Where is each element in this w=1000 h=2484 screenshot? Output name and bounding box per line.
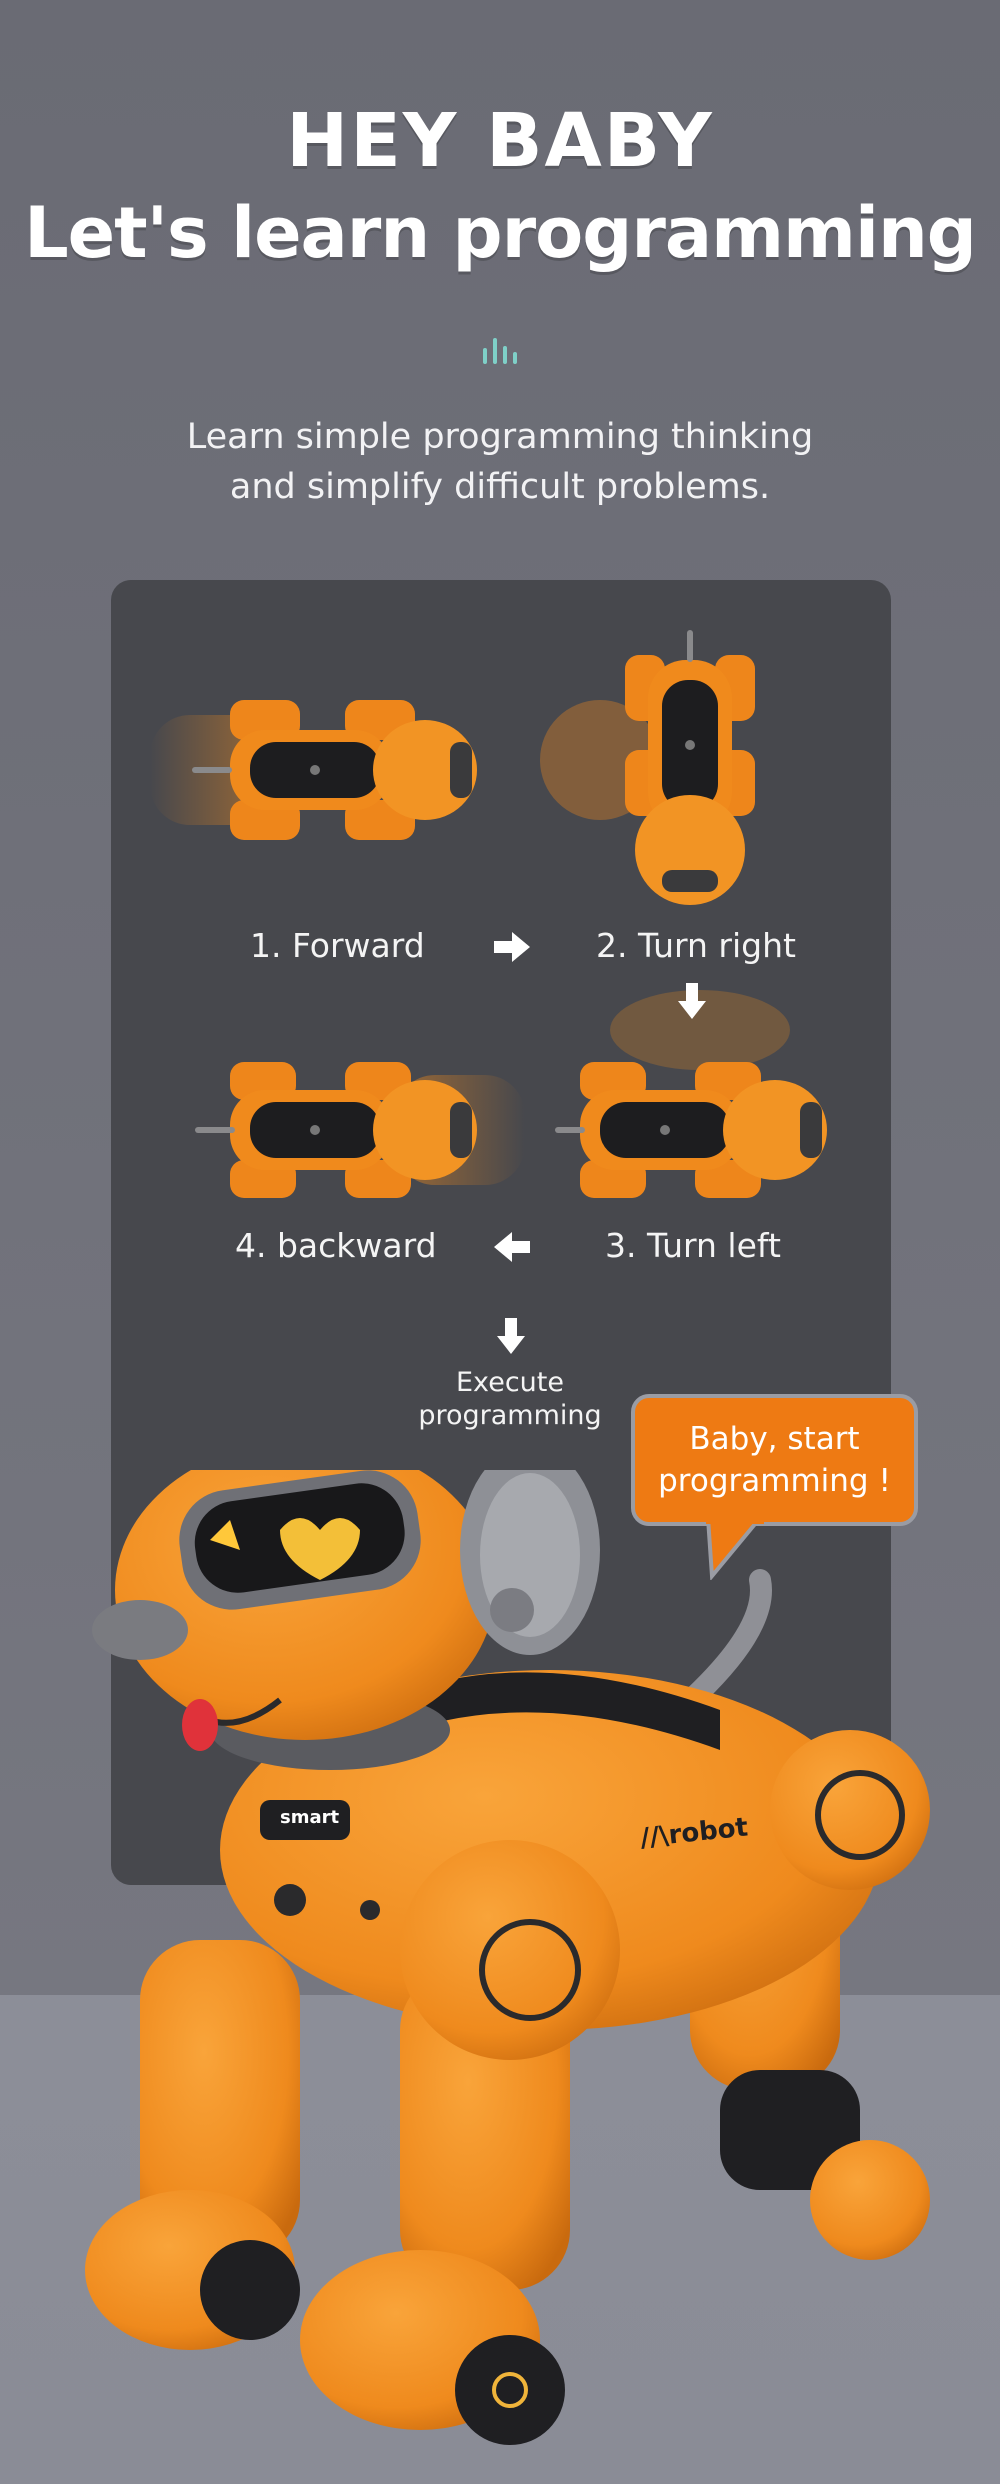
bubble-line-2: programming ! <box>658 1463 891 1499</box>
intro-text: Learn simple programming thinking and si… <box>0 412 1000 512</box>
execute-line-2: programming <box>418 1400 602 1431</box>
robot-badge-text: smart <box>280 1807 340 1828</box>
sound-wave-icon <box>483 338 517 364</box>
arrow-down-icon <box>678 983 706 1019</box>
arrow-right-icon <box>494 932 530 962</box>
step-forward-label: 1. Forward <box>250 926 425 965</box>
step-turn-right-label: 2. Turn right <box>596 926 796 965</box>
robot-turn-left-image <box>555 990 827 1198</box>
step-turn-left-label: 3. Turn left <box>605 1226 781 1265</box>
robot-forward-image <box>150 700 477 840</box>
speech-bubble-tail <box>705 1518 764 1580</box>
robot-dog-image <box>85 1470 930 2445</box>
step-backward-label: 4. backward <box>235 1226 437 1265</box>
bubble-line-1: Baby, start <box>689 1421 860 1457</box>
arrow-left-icon <box>494 1232 530 1262</box>
intro-line-2: and simplify difficult problems. <box>229 467 771 507</box>
execute-programming-label: Execute programming <box>410 1366 610 1432</box>
speech-bubble: Baby, start programming ! <box>631 1394 918 1526</box>
headline-subtitle: Let's learn programming <box>24 192 977 274</box>
intro-line-1: Learn simple programming thinking <box>186 417 814 457</box>
robot-backward-image <box>195 1062 525 1198</box>
arrow-down-icon <box>497 1318 525 1354</box>
headline-title: HEY BABY <box>286 98 714 184</box>
execute-line-1: Execute <box>456 1367 564 1398</box>
robot-turn-right-image <box>540 630 755 905</box>
